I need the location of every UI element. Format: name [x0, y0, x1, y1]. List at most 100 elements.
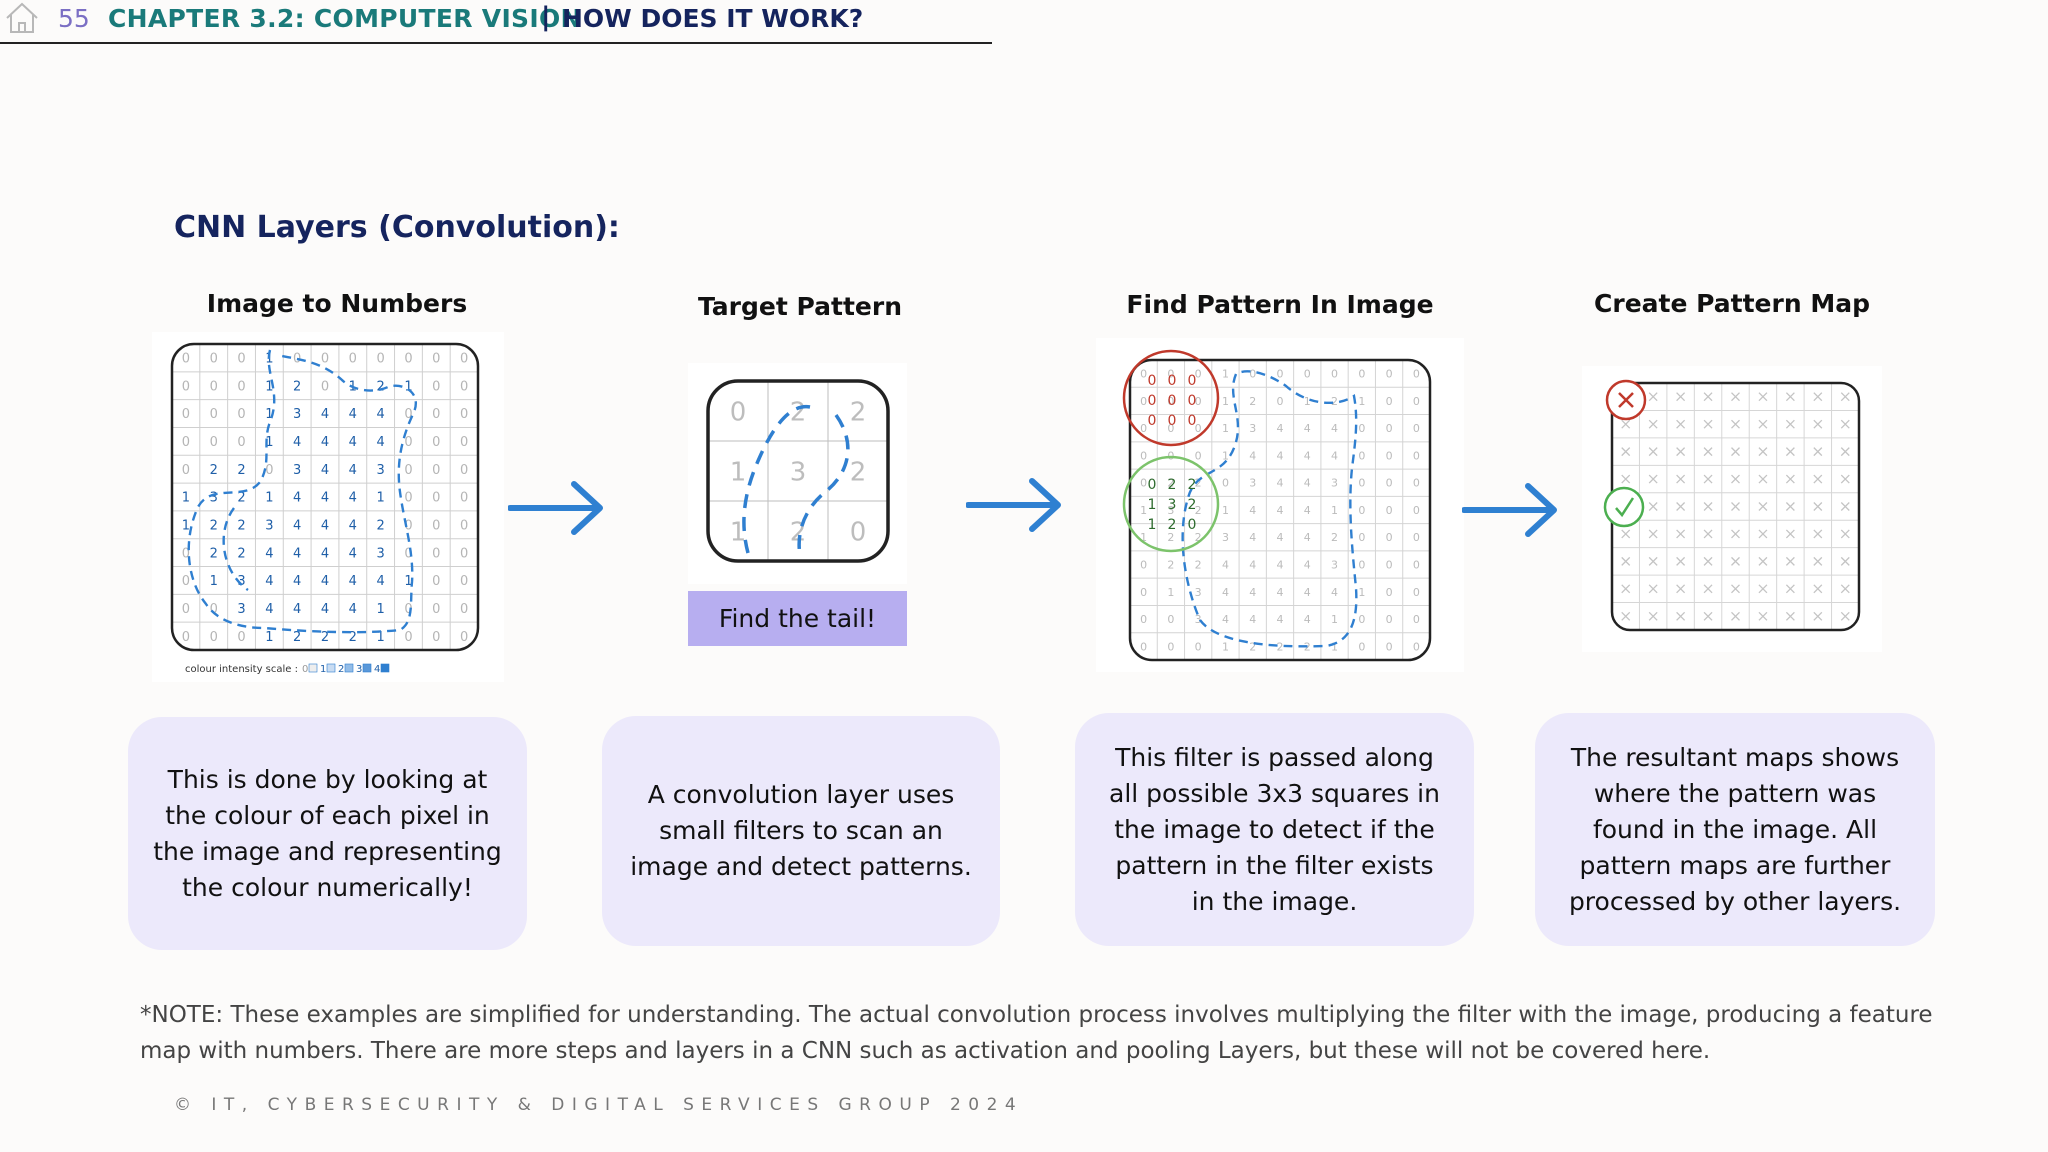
pixel-value: 0 — [1195, 368, 1202, 381]
pixel-value: 4 — [321, 518, 329, 533]
pixel-value: 4 — [1304, 559, 1311, 572]
pixel-value: 0 — [1358, 449, 1365, 462]
window-value: 0 — [1168, 393, 1177, 409]
pixel-value: 4 — [1222, 586, 1229, 599]
pixel-value: 3 — [293, 407, 301, 422]
pixel-value: 4 — [376, 435, 384, 450]
window-value: 3 — [1168, 497, 1177, 513]
pixel-value: 0 — [1386, 422, 1393, 435]
cross-icon — [1758, 584, 1768, 594]
pixel-value: 0 — [460, 574, 468, 589]
pixel-value: 0 — [1413, 531, 1420, 544]
pixel-value: 4 — [293, 518, 301, 533]
cross-icon — [1785, 529, 1795, 539]
pixel-value: 1 — [265, 630, 273, 645]
pixel-value: 3 — [376, 546, 384, 561]
window-value: 1 — [1148, 497, 1157, 513]
scan-grid-border — [1128, 358, 1432, 662]
pixel-value: 0 — [432, 463, 440, 478]
pixel-value: 0 — [1140, 640, 1147, 653]
cross-icon — [1703, 474, 1713, 484]
pixel-value: 1 — [265, 407, 273, 422]
cross-icon — [1785, 392, 1795, 402]
scale-value: 4 — [374, 664, 380, 675]
pixel-value: 0 — [1386, 504, 1393, 517]
pixel-value: 2 — [376, 379, 384, 394]
window-value: 2 — [1168, 477, 1177, 493]
pixel-value: 0 — [460, 518, 468, 533]
window-value: 0 — [1168, 413, 1177, 429]
cross-icon — [1618, 392, 1634, 408]
cross-icon — [1703, 419, 1713, 429]
pixel-value: 4 — [1304, 422, 1311, 435]
pixel-value: 0 — [182, 602, 190, 617]
pixel-value: 0 — [432, 435, 440, 450]
cross-icon — [1703, 529, 1713, 539]
pixel-value: 4 — [1249, 449, 1256, 462]
cross-icon — [1731, 502, 1740, 511]
pixel-value: 0 — [1386, 586, 1393, 599]
pixel-value: 0 — [1167, 613, 1174, 626]
pixel-value: 1 — [1222, 449, 1229, 462]
pixel-value: 0 — [460, 379, 468, 394]
pixel-value: 1 — [376, 630, 384, 645]
pixel-value: 0 — [1195, 449, 1202, 462]
pixel-value: 4 — [349, 407, 357, 422]
pixel-value: 0 — [404, 407, 412, 422]
pixel-value: 4 — [349, 463, 357, 478]
pixel-value: 2 — [1167, 477, 1174, 490]
pixel-value: 1 — [376, 491, 384, 506]
pixel-value: 0 — [1358, 477, 1365, 490]
copyright: © IT, CYBERSECURITY & DIGITAL SERVICES G… — [174, 1095, 1024, 1115]
pixel-value: 3 — [237, 574, 245, 589]
pixel-value: 0 — [1413, 477, 1420, 490]
pixel-value: 1 — [182, 491, 190, 506]
pixel-value: 4 — [265, 602, 273, 617]
pixel-value: 0 — [1386, 559, 1393, 572]
pixel-value: 0 — [182, 352, 190, 367]
pixel-value: 0 — [210, 352, 218, 367]
pixel-value: 0 — [1167, 368, 1174, 381]
pixel-value: 2 — [237, 491, 245, 506]
cross-icon — [1840, 447, 1850, 457]
cross-icon — [1813, 392, 1823, 402]
cross-icon — [1785, 474, 1795, 484]
pixel-value: 0 — [432, 602, 440, 617]
pixel-value: 3 — [293, 463, 301, 478]
arrow-right-icon — [1462, 483, 1557, 537]
pixel-value: 0 — [1386, 477, 1393, 490]
pixel-value: 1 — [1222, 395, 1229, 408]
home-icon[interactable] — [4, 1, 40, 35]
pixel-value: 4 — [265, 574, 273, 589]
pixel-value: 4 — [1249, 559, 1256, 572]
pixel-value: 4 — [1304, 586, 1311, 599]
pixel-value: 0 — [1140, 559, 1147, 572]
pixel-value: 4 — [321, 435, 329, 450]
pixel-value: 0 — [432, 491, 440, 506]
chapter-title: CHAPTER 3.2: COMPUTER VISION — [108, 4, 582, 33]
scale-value: 0 — [302, 664, 308, 675]
pattern-map-grid — [1612, 383, 1859, 630]
pixel-value: 1 — [1222, 504, 1229, 517]
pixel-value: 2 — [376, 518, 384, 533]
pixel-value: 2 — [1331, 395, 1338, 408]
pixel-value: 4 — [349, 574, 357, 589]
pixel-value: 0 — [182, 630, 190, 645]
pixel-value: 0 — [1413, 368, 1420, 381]
step-description: This filter is passed along all possible… — [1109, 742, 1440, 916]
pixel-value: 0 — [349, 352, 357, 367]
cross-icon — [1731, 419, 1740, 429]
pixel-value: 2 — [210, 546, 218, 561]
scale-swatch — [380, 663, 390, 673]
pixel-value: 1 — [210, 574, 218, 589]
step-title-create-map: Create Pattern Map — [1594, 289, 1870, 318]
pixel-value: 0 — [432, 379, 440, 394]
pixel-value: 0 — [1413, 640, 1420, 653]
find-the-tail-label: Find the tail! — [688, 591, 907, 646]
pixel-value: 1 — [1222, 368, 1229, 381]
step-title-image-to-numbers: Image to Numbers — [206, 289, 468, 318]
cross-icon — [1648, 556, 1658, 566]
pixel-value: 4 — [1277, 586, 1284, 599]
